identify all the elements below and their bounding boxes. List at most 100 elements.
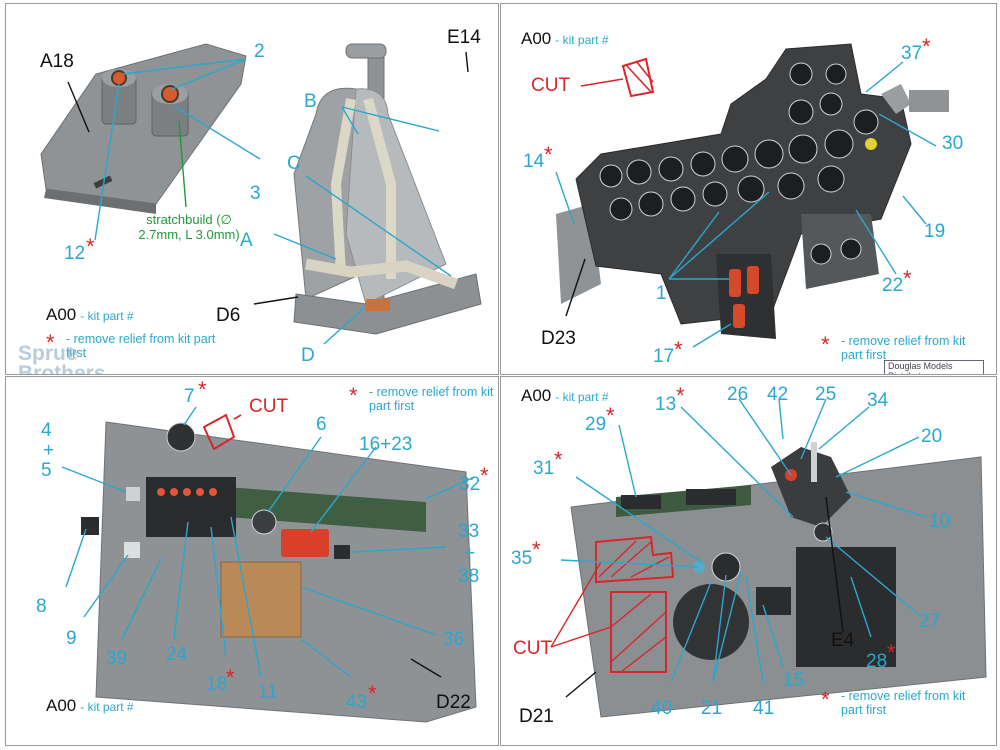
- callout-b: B: [304, 91, 317, 112]
- cut-label: CUT: [249, 396, 289, 417]
- kit-part-caption: - kit part #: [80, 309, 134, 323]
- dial-6: [251, 509, 277, 535]
- callout-1: 1: [656, 283, 667, 304]
- console-strip: [716, 254, 776, 339]
- asterisk-18: *: [226, 665, 235, 690]
- label-a18: A18: [40, 51, 74, 72]
- gauge-12: [702, 181, 728, 207]
- kit-part-legend: A00- kit part #: [46, 697, 134, 714]
- kit-code: A00: [521, 29, 552, 48]
- remove-relief-note: *- remove relief from kit part first: [46, 330, 216, 361]
- throttle-quadrant-illustration: [550, 398, 987, 718]
- red-plug-16-23: [281, 529, 329, 557]
- gauge-15: [817, 165, 845, 193]
- remove-relief-note: *- remove relief from kit part first: [821, 332, 966, 363]
- callout-4: 4: [41, 420, 52, 441]
- box-8: [81, 517, 99, 535]
- callout-7: 7: [184, 386, 195, 407]
- callout-42: 42: [767, 384, 789, 405]
- left-sidewall-diagram-panel: 7 * CUT 6 16+23 32 * 4 + 5 33 + 38 8 9 3…: [5, 376, 499, 746]
- kit-part-caption: - kit part #: [555, 390, 609, 404]
- callout-5: 5: [41, 460, 52, 481]
- red-handle-1: [729, 269, 741, 297]
- map-case-36: [220, 561, 302, 638]
- callout-36: 36: [443, 629, 465, 650]
- lap-belt: [305, 258, 458, 290]
- floor-plate-edge: [44, 189, 156, 214]
- asterisk-35: *: [532, 537, 541, 562]
- harness-strap-right: [363, 97, 396, 279]
- cut-label: CUT: [513, 638, 553, 659]
- switch-red-3: [183, 488, 191, 496]
- gauge-4: [690, 151, 716, 177]
- asterisk-37: *: [922, 34, 931, 59]
- callout-d: D: [301, 345, 315, 366]
- callout-17: 17: [653, 346, 675, 367]
- seat-diagram-panel: A18 2 3 12 * B C A D D6 E14 stratchbuild…: [5, 3, 499, 375]
- callout-6: 6: [316, 414, 327, 435]
- label-e4: E4: [831, 630, 855, 651]
- left-sidewall-illustration: [61, 406, 477, 723]
- knob-27: [813, 522, 833, 542]
- gauge-22: [840, 238, 862, 260]
- callout-31: 31: [533, 458, 555, 479]
- asterisk-17: *: [674, 337, 683, 362]
- gauge-5: [721, 145, 749, 173]
- floor-plate-part: [40, 43, 247, 205]
- red-handle-3: [733, 304, 745, 328]
- asterisk-28: *: [887, 640, 896, 665]
- cut-zone-1: [595, 535, 675, 584]
- lever-34: [811, 442, 817, 482]
- remove-relief-note: *- remove relief from kit part first: [821, 687, 966, 718]
- callout-2: 2: [254, 41, 265, 62]
- box-33-38: [334, 545, 350, 559]
- asterisk-32: *: [480, 463, 489, 488]
- lower-panel: [801, 214, 879, 289]
- callout-33: 33: [458, 521, 480, 542]
- gauge-6: [754, 139, 784, 169]
- callout-15: 15: [783, 670, 805, 691]
- gauge-1: [599, 164, 623, 188]
- asterisk-14: *: [544, 142, 553, 167]
- callout-25: 25: [815, 384, 837, 405]
- label-d6: D6: [216, 305, 241, 326]
- yellow-knob: [865, 138, 877, 150]
- kit-part-legend: A00- kit part #: [521, 30, 609, 47]
- cut-zone-outline: [202, 413, 236, 451]
- placard-15: [756, 587, 791, 615]
- placard-29: [621, 495, 661, 509]
- callout-26: 26: [727, 384, 749, 405]
- throttle-quadrant: [771, 447, 851, 527]
- kit-part-legend: A00- kit part #: [46, 306, 134, 323]
- knob-cluster: [711, 552, 741, 582]
- cut-zone-2: [610, 591, 667, 673]
- gauge-20: [853, 109, 879, 135]
- belt-buckle-d: [366, 299, 390, 311]
- kit-part-caption: - kit part #: [555, 33, 609, 47]
- asterisk-22: *: [903, 266, 912, 291]
- red-handle-2: [747, 266, 759, 294]
- instrument-panel-illustration: [555, 43, 949, 348]
- callout-16-23: 16+23: [359, 434, 413, 455]
- placard-13: [686, 489, 736, 505]
- box-28: [796, 547, 896, 667]
- callout-34: 34: [867, 390, 889, 411]
- kit-code: A00: [521, 386, 552, 405]
- switch-red-4: [196, 488, 204, 496]
- callout-43: 43: [346, 692, 368, 713]
- seat-illustration: [40, 43, 482, 345]
- gauge-10: [638, 191, 664, 217]
- callout-9: 9: [66, 628, 77, 649]
- kit-code: A00: [46, 305, 77, 324]
- callout-14: 14: [523, 151, 545, 172]
- cylinder-left-dial: [111, 70, 127, 86]
- seat-frame-top: [345, 43, 387, 59]
- watermark-douglas-models: Douglas Models Distributors: [884, 360, 984, 374]
- panel-ear: [909, 90, 949, 112]
- label-d22: D22: [436, 692, 471, 713]
- callout-38: 38: [458, 566, 480, 587]
- callout-19: 19: [924, 221, 946, 242]
- gauge-18: [789, 62, 813, 86]
- callout-10: 10: [929, 511, 951, 532]
- asterisk-31: *: [554, 447, 563, 472]
